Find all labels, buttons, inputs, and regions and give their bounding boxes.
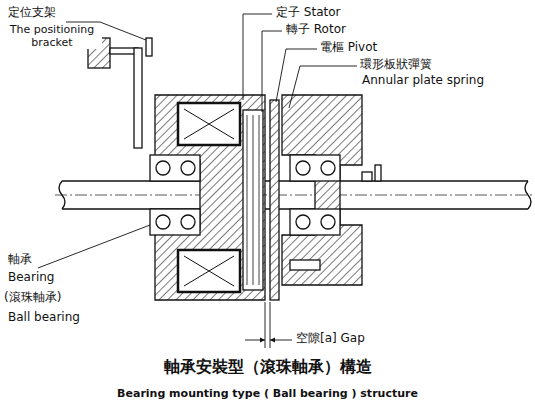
- part-label: 定位支架: [8, 6, 56, 20]
- armature: [270, 100, 279, 300]
- leader-lines: [38, 14, 357, 268]
- part-label: 定子 Stator: [276, 6, 340, 20]
- part-label: The positioning bracket: [2, 24, 102, 49]
- part-label: 電樞 Pivot: [320, 41, 377, 55]
- hub: [282, 95, 381, 285]
- part-label: Bearing: [8, 271, 54, 285]
- shaft: [55, 181, 535, 209]
- part-label: Ball bearing: [8, 311, 80, 325]
- diagram-caption: Bearing mounting type ( Ball bearing ) s…: [117, 388, 418, 401]
- bracket-pin: [146, 38, 152, 56]
- ball-bearings: [150, 155, 340, 235]
- part-label: Annular plate spring: [362, 74, 484, 88]
- rotor: [243, 110, 263, 290]
- part-label: 環形板狀彈簧: [360, 58, 432, 72]
- part-label: 軸承: [8, 253, 32, 267]
- diagram-title: 軸承安裝型（滾珠軸承）構造: [164, 358, 372, 376]
- part-label: 空隙[a] Gap: [296, 332, 365, 346]
- part-label: (滾珠軸承): [4, 291, 61, 305]
- gap-dimension: [245, 302, 292, 348]
- bracket-arm: [134, 48, 142, 148]
- stator: [155, 95, 265, 300]
- part-label: 轉子 Rotor: [286, 23, 346, 37]
